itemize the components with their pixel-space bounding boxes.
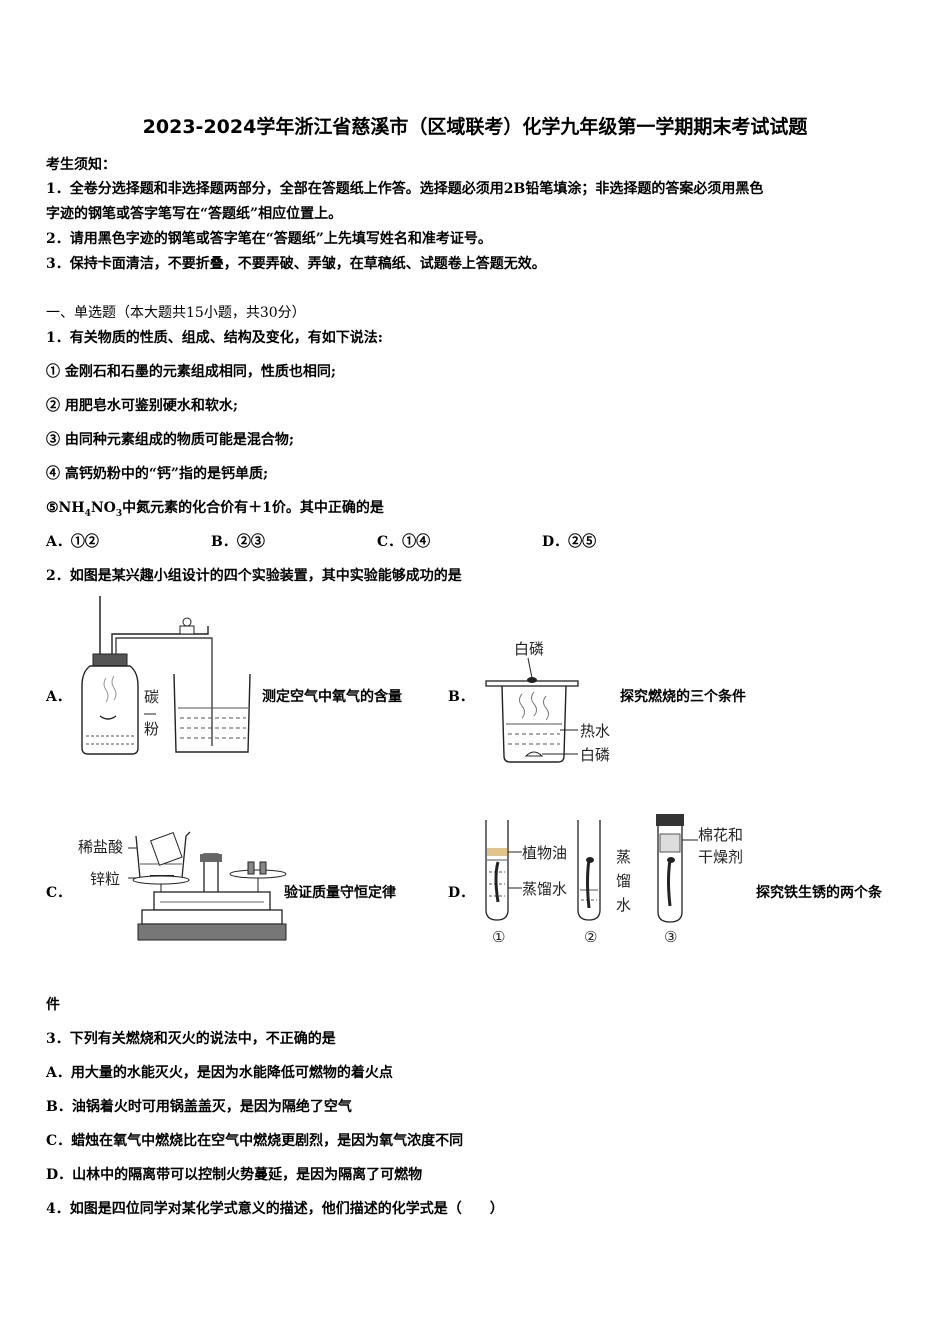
q1-option-b: B．②③ <box>211 534 265 550</box>
fig-d-label-cotton: 棉花和 <box>698 826 743 844</box>
q2-option-a-label: 测定空气中氧气的含量 <box>262 689 402 705</box>
q1-statement-2: ② 用肥皂水可鉴别硬水和软水; <box>46 398 239 414</box>
q2-stem: 2．如图是某兴趣小组设计的四个实验装置，其中实验能够成功的是 <box>46 568 462 584</box>
fig-d-num-1: ① <box>492 928 505 946</box>
q2-option-b-label: 探究燃烧的三个条件 <box>620 689 746 705</box>
fig-d-num-2: ② <box>584 928 597 946</box>
fig-c-label-1: 稀盐酸 <box>78 838 123 856</box>
q1-option-c: C．①④ <box>377 534 431 550</box>
figure-oxygen-content-apparatus: 碳 粉 <box>81 596 251 755</box>
fig-d-label-oil: 植物油 <box>522 844 567 862</box>
q2-option-d-letter: D． <box>448 885 475 901</box>
page-title: 2023-2024学年浙江省慈溪市（区域联考）化学九年级第一学期期末考试试题 <box>142 116 808 138</box>
figure-combustion-conditions: 白磷 热水 白磷 <box>485 640 610 764</box>
q3-option-b: B．油锅着火时可用锅盖盖灭，是因为隔绝了空气 <box>46 1099 352 1115</box>
q4-stem: 4．如图是四位同学对某化学式意义的描述，他们描述的化学式是（ ） <box>46 1201 504 1217</box>
q1-option-d: D．②⑤ <box>542 534 597 550</box>
q3-option-c: C．蜡烛在氧气中燃烧比在空气中燃烧更剧烈，是因为氧气浓度不同 <box>46 1133 464 1149</box>
fig-a-label-1: 碳 <box>144 688 159 706</box>
notice-item-3: 3．保持卡面清洁，不要折叠，不要弄破、弄皱，在草稿纸、试题卷上答题无效。 <box>46 256 546 272</box>
notice-item-1: 1．全卷分选择题和非选择题两部分，全部在答题纸上作答。选择题必须用2B铅笔填涂；… <box>46 181 764 197</box>
q1-statement-1: ① 金刚石和石墨的元素组成相同，性质也相同; <box>46 364 337 380</box>
q3-option-d: D．山林中的隔离带可以控制火势蔓延，是因为隔离了可燃物 <box>46 1167 423 1183</box>
q1-statement-3: ③ 由同种元素组成的物质可能是混合物; <box>46 432 295 448</box>
q1-statement-4: ④ 高钙奶粉中的“钙”指的是钙单质; <box>46 466 269 482</box>
q3-stem: 3．下列有关燃烧和灭火的说法中，不正确的是 <box>46 1031 336 1047</box>
q1-statement-5: ⑤NH4NO3中氮元素的化合价有＋1价。其中正确的是 <box>46 500 384 519</box>
section-heading: 一、单选题（本大题共15小题，共30分） <box>46 305 306 321</box>
figure-mass-conservation-balance: 稀盐酸 锌粒 <box>78 831 287 941</box>
fig-a-label-2: 粉 <box>144 720 159 738</box>
q2-option-c-label: 验证质量守恒定律 <box>284 885 396 901</box>
fig-c-label-2: 锌粒 <box>90 870 120 888</box>
figure-iron-rust-test-tubes: 植物油 蒸馏水 ① ② 蒸 馏 水 棉花和 干燥剂 ③ <box>485 814 743 946</box>
fig-b-label-1: 白磷 <box>514 640 544 658</box>
fig-d-label-water-v3: 水 <box>616 896 631 914</box>
fig-d-label-water: 蒸馏水 <box>522 880 567 898</box>
q2-option-d-label: 探究铁生锈的两个条 <box>756 885 882 901</box>
q3-option-a: A．用大量的水能灭火，是因为水能降低可燃物的着火点 <box>46 1065 393 1081</box>
fig-d-label-desiccant: 干燥剂 <box>698 848 743 866</box>
q2-option-d-label-tail: 件 <box>46 997 60 1013</box>
fig-d-label-water-v1: 蒸 <box>616 848 631 866</box>
q1-stem: 1．有关物质的性质、组成、结构及变化，有如下说法: <box>46 330 383 346</box>
q2-option-b-letter: B． <box>448 689 474 705</box>
q2-option-c-letter: C． <box>46 885 72 901</box>
fig-d-num-3: ③ <box>664 928 677 946</box>
fig-b-label-2: 热水 <box>580 722 610 740</box>
notice-item-2: 2．请用黑色字迹的钢笔或答字笔在“答题纸”上先填写姓名和准考证号。 <box>46 231 492 247</box>
fig-b-label-3: 白磷 <box>580 746 610 764</box>
notice-heading: 考生须知： <box>46 157 116 173</box>
q2-option-a-letter: A． <box>46 689 71 705</box>
fig-d-label-water-v2: 馏 <box>616 872 631 890</box>
q1-option-a: A．①② <box>46 534 99 550</box>
notice-item-1-cont: 字迹的钢笔或答字笔写在“答题纸”相应位置上。 <box>46 206 343 222</box>
